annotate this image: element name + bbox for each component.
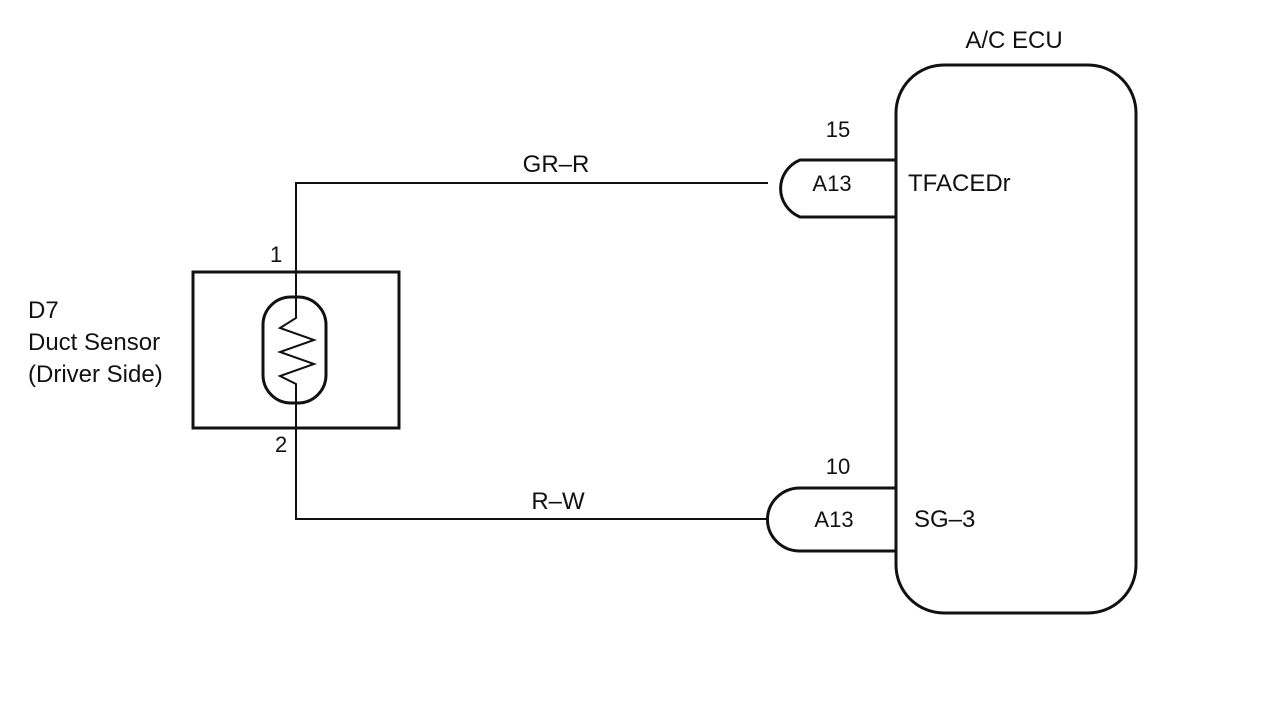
- sensor-side: (Driver Side): [28, 361, 163, 388]
- sensor-id: D7: [28, 297, 59, 324]
- wire-color-bottom: R–W: [531, 488, 585, 515]
- connector-label-bottom: A13: [814, 507, 853, 532]
- wire-r-w: [295, 404, 768, 520]
- connector-bottom: [765, 486, 896, 553]
- wire-gr-r: [295, 182, 768, 300]
- connector-pin-top: 15: [826, 117, 850, 142]
- signal-top: TFACEDr: [908, 170, 1011, 197]
- signal-bottom: SG–3: [914, 506, 975, 533]
- sensor-pin-1: 1: [270, 242, 282, 267]
- wire-color-top: GR–R: [523, 151, 590, 178]
- connector-label-top: A13: [812, 171, 851, 196]
- connector-pin-bottom: 10: [826, 454, 850, 479]
- connector-top: [779, 158, 896, 219]
- sensor-name: Duct Sensor: [28, 329, 160, 356]
- ecu-box: [894, 63, 1138, 615]
- thermistor-body: [261, 295, 328, 405]
- thermistor-zigzag: [276, 300, 318, 404]
- ecu-label: A/C ECU: [965, 27, 1062, 54]
- sensor-pin-2: 2: [275, 432, 287, 457]
